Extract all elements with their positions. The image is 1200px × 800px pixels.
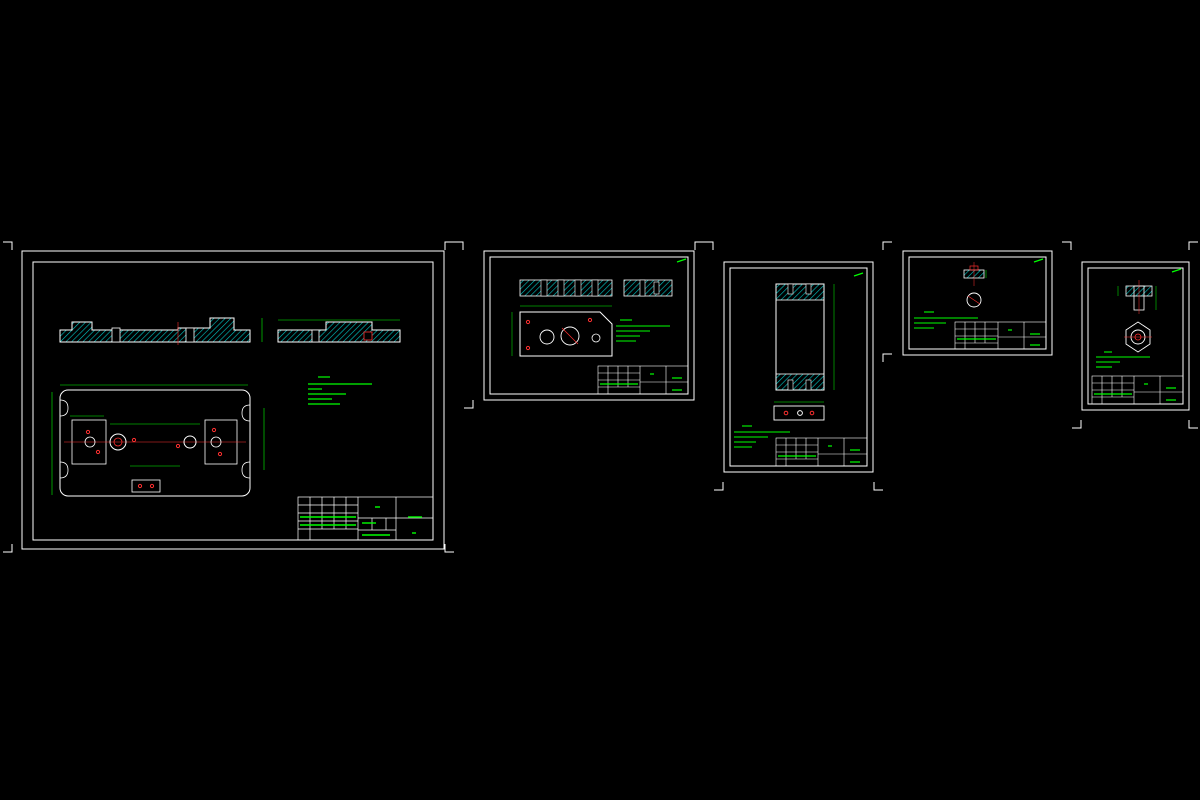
sheet-1-plan-view xyxy=(51,384,265,497)
sheet-1-side-section xyxy=(277,319,401,343)
sheet-2-inner-frame xyxy=(489,256,689,395)
sheet-1-corner-marks xyxy=(3,241,454,553)
drawing-sheet-4[interactable] xyxy=(902,250,1053,356)
sheet-5-plan-view xyxy=(1124,321,1152,353)
drawing-sheet-5[interactable] xyxy=(1062,241,1198,429)
sheet-4-title-block xyxy=(954,321,1047,350)
sheet-1-front-section xyxy=(59,317,263,345)
sheet-3-title-text xyxy=(778,445,860,463)
sheet-5-notes xyxy=(1096,351,1150,368)
sheet-2-corner-marks xyxy=(454,241,704,409)
sheet-3-section xyxy=(775,283,835,391)
sheet-1-title-block xyxy=(297,496,434,541)
sheet-4-section xyxy=(963,262,987,308)
sheet-2-title-text xyxy=(600,373,682,391)
sheet-3-title-block xyxy=(775,437,868,467)
sheet-2-title-block xyxy=(597,365,689,395)
drawing-sheet-1[interactable] xyxy=(3,241,454,553)
sheet-5-corner-marks xyxy=(1062,241,1198,429)
drawing-sheet-2[interactable] xyxy=(454,241,704,409)
sheet-5-roughness-mark xyxy=(1171,268,1182,273)
sheet-5-section xyxy=(1117,280,1157,314)
sheet-2-notes xyxy=(616,319,670,342)
sheet-5-title-block xyxy=(1091,375,1184,405)
sheet-1-outer-frame xyxy=(21,250,445,550)
drawing-sheet-3[interactable] xyxy=(704,241,892,491)
sheet-3-outer-frame xyxy=(723,261,874,473)
sheet-4-title-text xyxy=(957,329,1040,346)
sheet-2-plan-view xyxy=(511,305,613,357)
sheet-4-outer-frame xyxy=(902,250,1053,356)
sheet-2-outer-frame xyxy=(483,250,695,401)
sheet-1-notes xyxy=(308,376,372,405)
sheet-2-roughness-mark xyxy=(676,258,687,263)
sheet-4-roughness-mark xyxy=(1033,258,1044,263)
sheet-3-plan-view xyxy=(773,401,825,421)
sheet-5-title-text xyxy=(1094,383,1176,401)
sheet-3-roughness-mark xyxy=(853,272,864,277)
sheet-4-notes xyxy=(914,311,978,329)
sheet-3-notes xyxy=(734,425,790,448)
sheet-2-section xyxy=(519,279,673,297)
sheet-1-title-text xyxy=(300,506,422,536)
sheet-1-inner-frame xyxy=(32,261,434,541)
sheet-3-corner-marks xyxy=(704,241,892,491)
sheet-5-outer-frame xyxy=(1081,261,1190,411)
